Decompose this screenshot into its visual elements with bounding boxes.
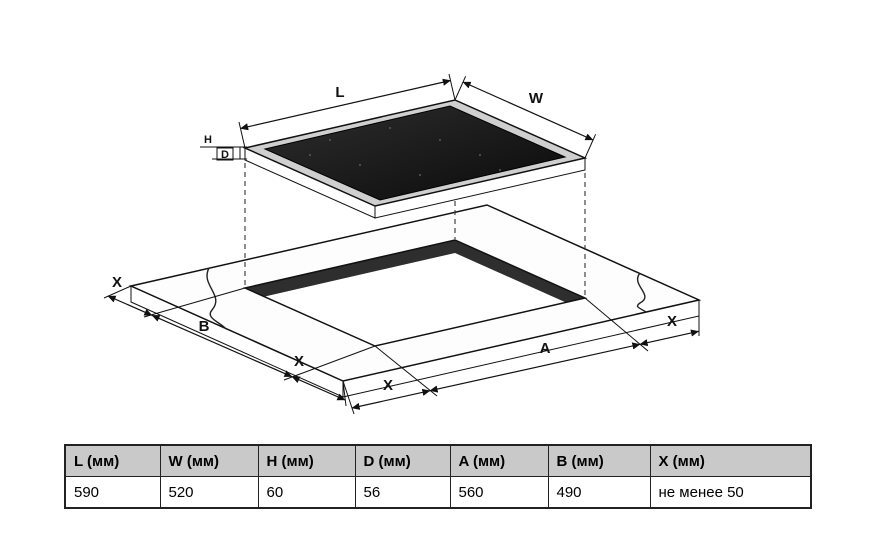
dimension-x-right: X <box>639 313 700 347</box>
dimension-b: B <box>151 314 293 378</box>
dimension-chain-left: X B X <box>103 274 376 407</box>
cooktop <box>242 99 588 219</box>
dimension-label-b: B <box>199 318 210 335</box>
spec-table-header-l: L (мм) <box>64 444 161 477</box>
spec-table-value-h: 60 <box>257 476 356 509</box>
spec-table-header-row: L (мм) W (мм) H (мм) D (мм) A (мм) B (мм… <box>64 444 812 477</box>
dimension-label-l: L <box>335 84 344 101</box>
dimension-label-x-right: X <box>667 313 677 330</box>
spec-table-header-x: X (мм) <box>649 444 812 477</box>
spec-table-value-l: 590 <box>64 476 161 509</box>
spec-table-value-w: 520 <box>159 476 259 509</box>
dimension-x-bottom-center: X <box>351 377 431 410</box>
dimension-label-x-left: X <box>112 274 122 291</box>
spec-table-container: L (мм) W (мм) H (мм) D (мм) A (мм) B (мм… <box>64 444 812 509</box>
spec-table-value-x: не менее 50 <box>649 476 812 509</box>
break-line-right <box>636 272 647 313</box>
dimension-label-a: A <box>540 340 551 357</box>
dimension-h: H <box>200 134 247 148</box>
dimension-chain-right: X A X <box>342 297 700 415</box>
spec-table-header-w: W (мм) <box>159 444 259 477</box>
dimension-label-x-bottom-center: X <box>383 377 393 394</box>
spec-table-header-d: D (мм) <box>354 444 451 477</box>
dimension-x-bottom-left: X <box>291 353 346 401</box>
spec-table-value-a: 560 <box>449 476 549 509</box>
dimension-l: L <box>238 73 456 149</box>
cutout-inner-wall <box>245 240 585 311</box>
cooktop-glass-surface <box>263 105 567 201</box>
dimension-d: D <box>212 147 247 161</box>
dimension-label-w: W <box>529 90 544 107</box>
spec-table-value-row: 590 520 60 56 560 490 не менее 50 <box>64 476 812 509</box>
spec-table-header-a: A (мм) <box>449 444 549 477</box>
dimension-label-x-bottom-left: X <box>294 353 304 370</box>
dimension-w: W <box>454 76 597 159</box>
projection-lines <box>244 163 586 297</box>
spec-table-header-b: B (мм) <box>547 444 651 477</box>
dimension-label-d: D <box>221 149 229 161</box>
countertop <box>128 204 702 398</box>
spec-table: L (мм) W (мм) H (мм) D (мм) A (мм) B (мм… <box>64 444 812 509</box>
dimension-x-left: X <box>107 274 153 316</box>
dimension-label-h: H <box>204 134 212 146</box>
spec-table-header-h: H (мм) <box>257 444 356 477</box>
spec-table-value-b: 490 <box>547 476 651 509</box>
installation-diagram: L W H D X <box>103 73 702 415</box>
dimension-a: A <box>429 340 641 393</box>
spec-table-value-d: 56 <box>354 476 451 509</box>
